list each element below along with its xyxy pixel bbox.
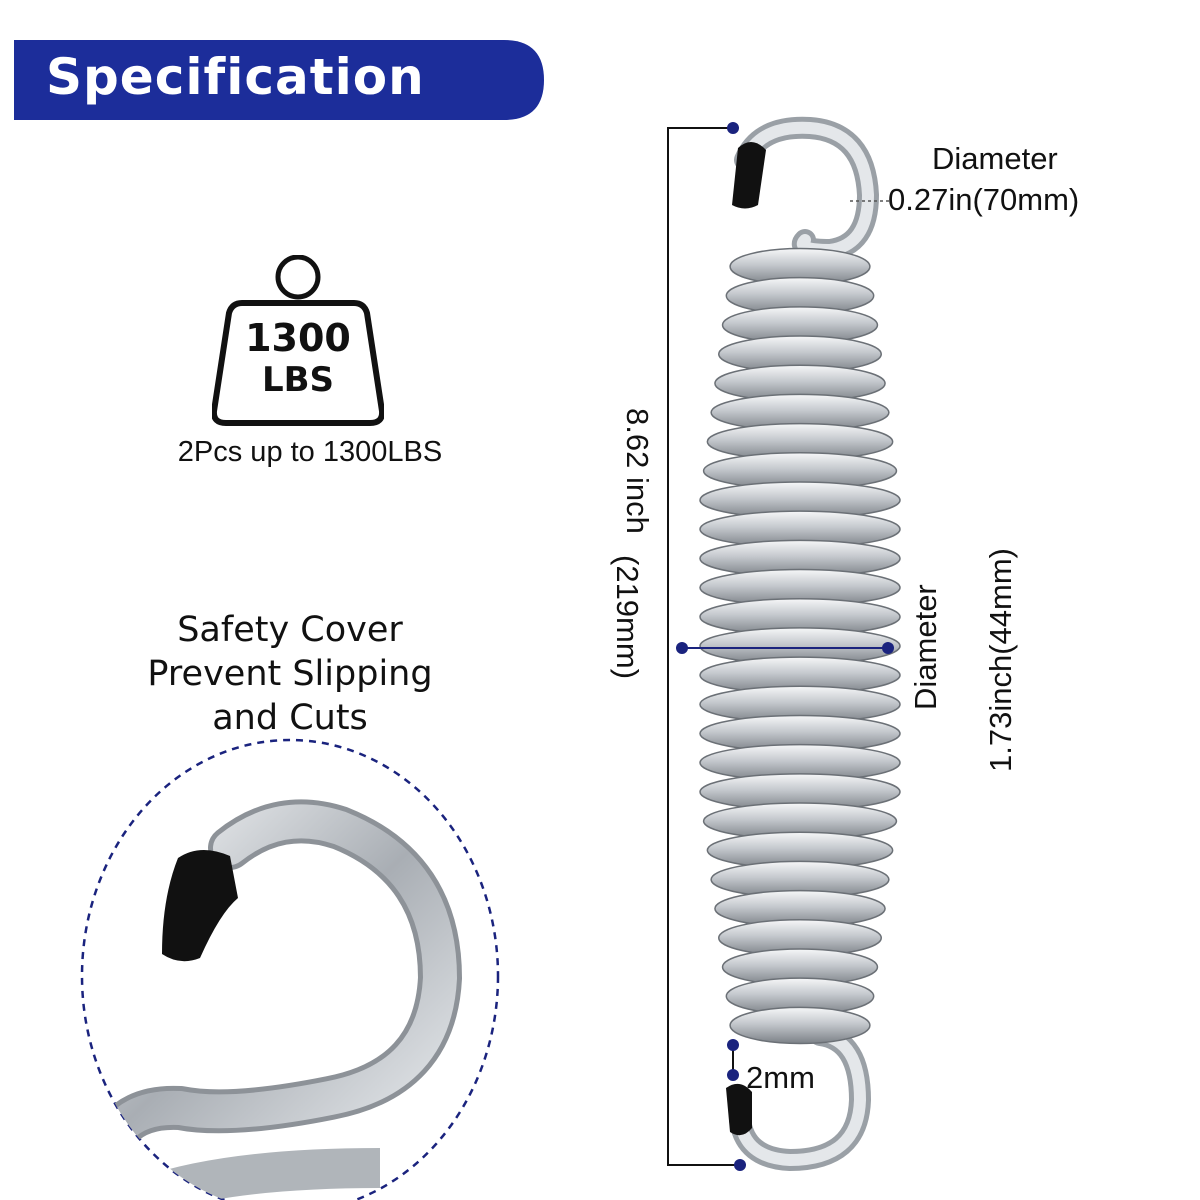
hook-diameter-title: Diameter: [932, 141, 1058, 176]
coil-ring: [729, 1006, 871, 1045]
dimension-dot-gap-bottom: [727, 1069, 739, 1081]
top-safety-cover: [732, 141, 766, 209]
safety-line-1: Safety Cover: [177, 610, 403, 650]
spring-diagram: [667, 116, 901, 1172]
banner-background: [14, 40, 544, 120]
dimension-dot-right: [882, 642, 894, 654]
weight-icon: [212, 255, 384, 426]
length-value-inch: 8.62 inch: [620, 408, 655, 534]
closeup-safety-cover: [162, 849, 238, 962]
coil-diameter-value: 1.73inch(44mm): [983, 532, 1023, 772]
safety-line-2: Prevent Slipping: [147, 654, 433, 694]
weight-unit: LBS: [261, 360, 335, 400]
specification-banner: Specification: [14, 40, 544, 120]
weight-value: 1300: [245, 316, 351, 360]
length-value-mm: (219mm): [610, 555, 645, 680]
gap-value: 2mm: [746, 1060, 815, 1095]
hook-closeup: [80, 738, 500, 1200]
banner-title: Specification: [46, 48, 425, 106]
length-label-line2: (219mm): [605, 555, 645, 775]
safety-line-3: and Cuts: [212, 698, 368, 738]
length-dimension-line: [667, 127, 740, 1166]
safety-cover-caption: Safety Cover Prevent Slipping and Cuts: [80, 608, 500, 740]
coil-diameter-title-text: Diameter: [908, 584, 943, 710]
capacity-caption: 2Pcs up to 1300LBS: [177, 436, 443, 468]
dimension-dot-gap-top: [727, 1039, 739, 1051]
dimension-dot-top: [727, 122, 739, 134]
closeup-dashed-circle: [80, 738, 500, 1200]
coil-diameter-value-text: 1.73inch(44mm): [983, 548, 1018, 772]
bottom-safety-cover: [726, 1083, 752, 1136]
dimension-dot-left: [676, 642, 688, 654]
dimension-dot-bottom: [734, 1159, 746, 1171]
hook-diameter-value: 0.27in(70mm): [888, 182, 1080, 217]
spring-coils: [699, 247, 901, 1045]
coil-diameter-title: Diameter: [908, 570, 948, 710]
